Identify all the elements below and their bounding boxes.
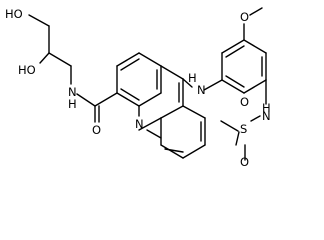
atom-n-link: N [197, 83, 206, 97]
bond [249, 7, 263, 16]
bond [138, 92, 162, 107]
atom-h-amide: H [68, 97, 77, 111]
bond [221, 39, 245, 54]
bond [250, 115, 261, 122]
bond [120, 58, 140, 71]
bond [39, 52, 50, 64]
bond [116, 92, 140, 107]
bond [243, 39, 267, 54]
atom-h-sulfonamide: H [262, 101, 271, 115]
bond [116, 52, 140, 67]
bond [94, 92, 118, 107]
atom-o-methoxy: O [240, 10, 249, 24]
bond [220, 120, 239, 132]
bonds [28, 7, 267, 161]
bond [221, 79, 245, 94]
atom-o-carbonyl: O [92, 123, 101, 137]
atom-ho-top: HO [5, 7, 23, 21]
bond [138, 52, 162, 67]
bond [203, 79, 223, 91]
bond [235, 131, 240, 146]
bond [138, 117, 162, 131]
bond [225, 75, 245, 88]
bond [146, 129, 162, 139]
atom-labels: HO HO N H O N H N O H N S O O [5, 7, 271, 169]
bond [28, 14, 50, 27]
bond [160, 65, 184, 80]
bond [160, 144, 184, 159]
atom-n-ring: N [135, 117, 144, 131]
bond [182, 105, 206, 119]
bond [182, 78, 193, 88]
bond [243, 79, 267, 94]
atom-n-sulfonamide: N [262, 109, 271, 123]
atom-n-amide: N [68, 85, 77, 99]
atom-o-sulfonyl-top: O [240, 95, 249, 109]
bond [182, 144, 206, 159]
bond [48, 52, 72, 67]
bond [76, 93, 96, 107]
bond [164, 148, 184, 153]
bond [120, 88, 140, 101]
atom-s-sulfonyl: S [240, 122, 247, 136]
bond [225, 45, 245, 58]
atom-o-sulfonyl-bottom: O [240, 155, 249, 169]
atom-h-link: H [188, 71, 197, 85]
atom-ho-mid: HO [18, 63, 36, 77]
molecule-structure: HO HO N H O N H N O H N S O O [5, 7, 271, 169]
bond [160, 105, 184, 119]
